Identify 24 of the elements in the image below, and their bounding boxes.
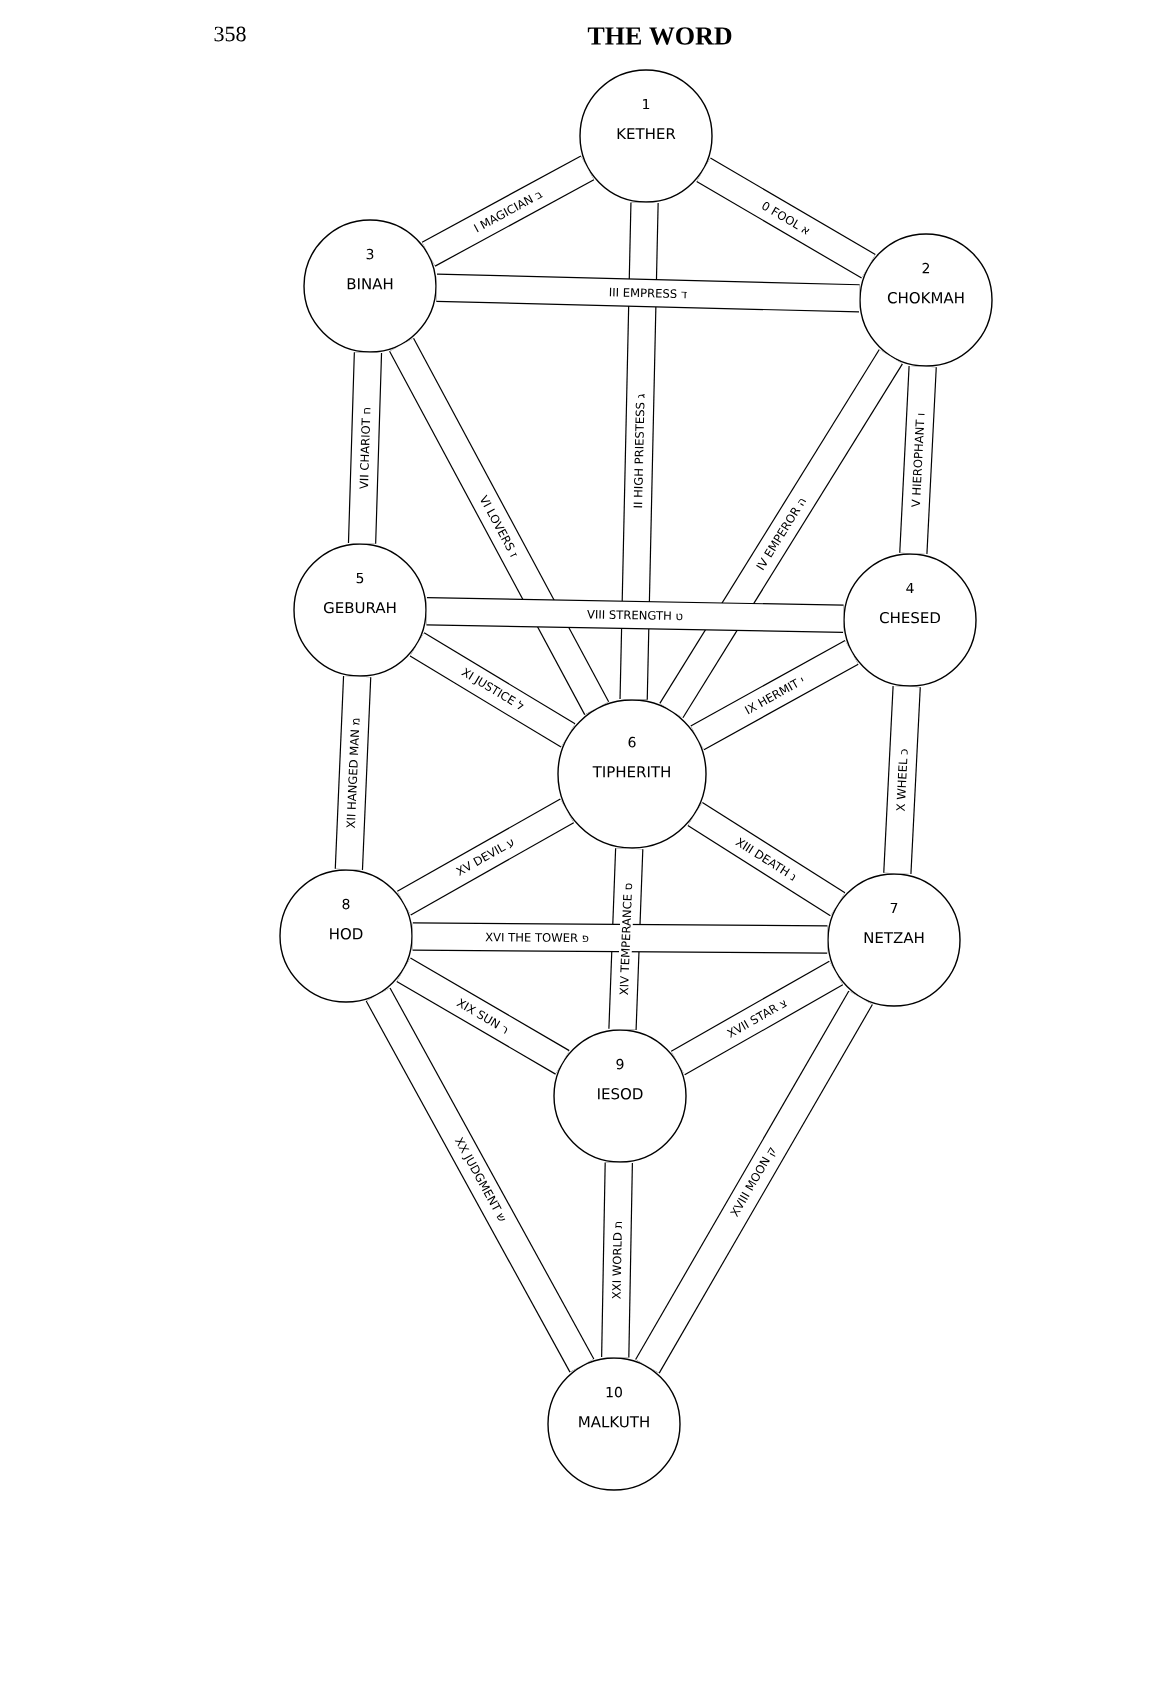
path-band	[426, 597, 844, 633]
path-band	[670, 960, 844, 1076]
path-band	[635, 990, 873, 1374]
path-band	[601, 1162, 633, 1358]
path-band	[883, 685, 921, 875]
path-band	[389, 338, 610, 715]
path-band	[334, 676, 372, 870]
path-band	[365, 987, 595, 1373]
path-band	[696, 157, 876, 279]
path-band	[396, 957, 570, 1075]
path-band	[409, 632, 576, 748]
path-band	[619, 202, 659, 700]
page-number: 358	[214, 26, 246, 42]
path-band	[659, 349, 903, 719]
path-band	[899, 365, 937, 555]
page-title: THE WORD	[587, 27, 732, 45]
path-band	[421, 155, 595, 267]
path-band	[347, 352, 383, 544]
path-band	[608, 848, 644, 1030]
path-band	[397, 798, 575, 916]
path-band	[687, 802, 846, 917]
path-band	[690, 639, 859, 751]
path-band	[412, 922, 828, 954]
path-band	[436, 273, 860, 313]
